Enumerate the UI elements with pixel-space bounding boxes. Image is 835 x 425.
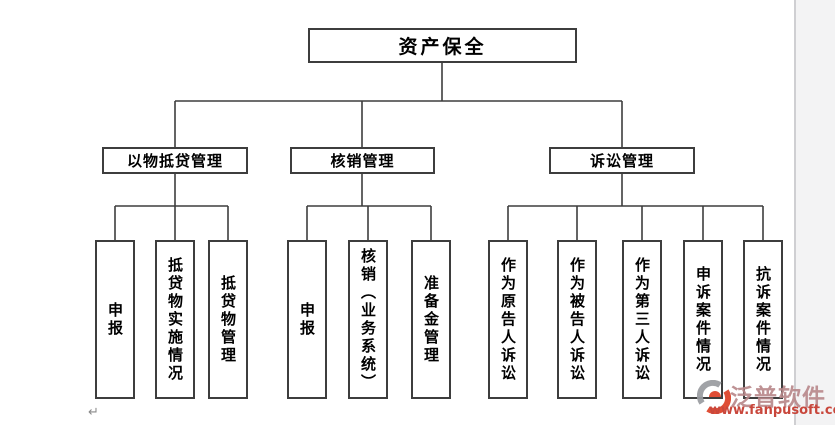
leaf-node-appeal-case-status: 申诉案件情况	[683, 240, 723, 399]
leaf-node-declaration: 申报	[95, 240, 135, 399]
leaf-node-collateral-management: 抵贷物管理	[208, 240, 248, 399]
leaf-node-reserve-management: 准备金管理	[411, 240, 451, 399]
leaf-node-collateral-implementation-status: 抵贷物实施情况	[155, 240, 195, 399]
paragraph-mark: ↵	[88, 405, 99, 420]
branch-node-litigation-management: 诉讼管理	[549, 147, 695, 174]
leaf-node-declaration-2: 申报	[287, 240, 327, 399]
leaf-node-plaintiff-litigation: 作为原告人诉讼	[488, 240, 528, 399]
root-node-asset-preservation: 资产保全	[308, 28, 577, 63]
leaf-node-protest-case-status: 抗诉案件情况	[743, 240, 783, 399]
watermark-url-text: www.fanpusoft.com	[709, 403, 835, 418]
watermark-brand-text: 泛普软件	[730, 385, 826, 411]
branch-node-writeoff-management: 核销管理	[290, 147, 435, 174]
fanpu-logo-icon	[697, 380, 731, 414]
branch-node-collateral-management: 以物抵贷管理	[102, 147, 248, 174]
leaf-node-writeoff-business-system: 核销（业务系统）	[348, 240, 388, 399]
leaf-node-defendant-litigation: 作为被告人诉讼	[557, 240, 597, 399]
page-edge-gutter	[794, 0, 835, 425]
watermark: 泛普软件 www.fanpusoft.com	[697, 378, 835, 422]
leaf-node-third-party-litigation: 作为第三人诉讼	[622, 240, 662, 399]
